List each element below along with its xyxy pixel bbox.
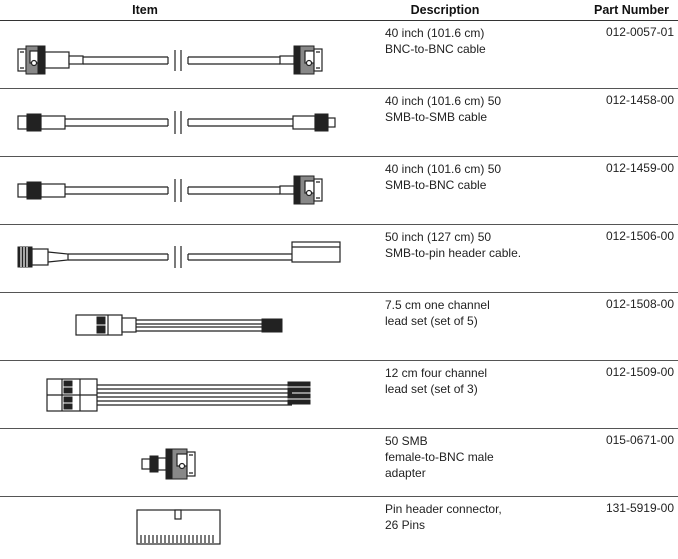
row-description: 50 SMB female-to-BNC male adapter [385, 434, 494, 480]
row-description: 7.5 cm one channel lead set (set of 5) [385, 298, 490, 328]
row-description: 40 inch (101.6 cm) 50 SMB-to-SMB cable [385, 94, 502, 124]
table-header: Item Description Part Number [0, 0, 678, 21]
table-row: 50 SMB female-to-BNC male adapter 015-06… [0, 429, 678, 497]
pin-header-connector-icon [0, 497, 380, 557]
row-part-number: 012-1508-00 [605, 297, 674, 311]
table-row: 40 inch (101.6 cm) BNC-to-BNC cable 012-… [0, 21, 678, 89]
bnc-to-bnc-cable-icon [0, 21, 380, 88]
table-row: Pin header connector, 26 Pins 131-5919-0… [0, 497, 678, 557]
row-description: Pin header connector, 26 Pins [385, 502, 502, 532]
smb-to-bnc-cable-icon [0, 157, 380, 224]
smb-to-bnc-adapter-icon [0, 429, 380, 496]
header-item: Item [132, 3, 158, 17]
four-channel-lead-set-icon [0, 361, 380, 428]
one-channel-lead-set-icon [0, 293, 380, 360]
row-part-number: 012-1509-00 [605, 365, 674, 379]
row-part-number: 012-1458-00 [605, 93, 674, 107]
smb-to-smb-cable-icon [0, 89, 380, 156]
table-row: 7.5 cm one channel lead set (set of 5) 0… [0, 293, 678, 361]
row-part-number: 012-1459-00 [605, 161, 674, 175]
table-row: 40 inch (101.6 cm) 50 SMB-to-SMB cable 0… [0, 89, 678, 157]
row-description: 40 inch (101.6 cm) 50 SMB-to-BNC cable [385, 162, 502, 192]
header-part-number: Part Number [593, 3, 670, 17]
table-row: 40 inch (101.6 cm) 50 SMB-to-BNC cable 0… [0, 157, 678, 225]
row-description: 50 inch (127 cm) 50 SMB-to-pin header ca… [385, 230, 522, 260]
header-description: Description [410, 3, 480, 17]
row-part-number: 015-0671-00 [605, 433, 674, 447]
table-row: 50 inch (127 cm) 50 SMB-to-pin header ca… [0, 225, 678, 293]
row-description: 40 inch (101.6 cm) BNC-to-BNC cable [385, 26, 486, 56]
row-part-number: 131-5919-00 [605, 501, 674, 515]
row-part-number: 012-0057-01 [605, 25, 674, 39]
table-row: 12 cm four channel lead set (set of 3) 0… [0, 361, 678, 429]
smb-to-pin-header-cable-icon [0, 225, 380, 292]
row-description: 12 cm four channel lead set (set of 3) [385, 366, 488, 396]
row-part-number: 012-1506-00 [605, 229, 674, 243]
